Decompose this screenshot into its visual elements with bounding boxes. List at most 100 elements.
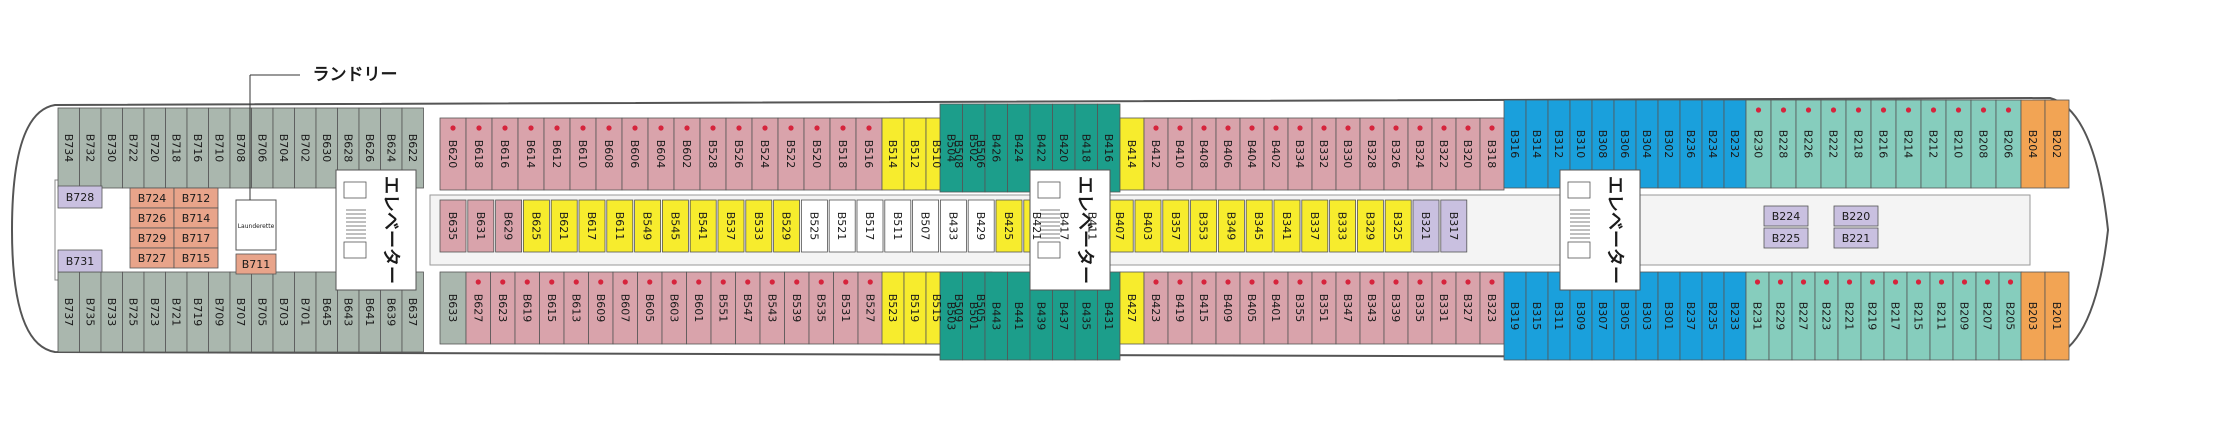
cabin-B216[interactable] (1870, 99, 1897, 189)
cabin-B403[interactable] (1134, 199, 1162, 253)
accessible-dot-icon (549, 279, 555, 285)
cabin-B715[interactable] (173, 247, 219, 269)
cabin-B731[interactable] (57, 249, 103, 273)
accessible-dot-icon (1249, 125, 1255, 131)
cabin-label: B515 (930, 294, 943, 323)
cabin-B228[interactable] (1770, 99, 1797, 189)
cabin-B609[interactable] (588, 271, 614, 345)
cabin-label: B314 (1530, 130, 1543, 159)
cabin-B201[interactable] (2044, 271, 2070, 361)
cabin-label: B349 (1224, 212, 1237, 241)
cabin-B225[interactable] (1763, 227, 1809, 249)
cabin-B226[interactable] (1795, 99, 1822, 189)
cabin-B429[interactable] (967, 199, 995, 253)
accessible-dot-icon (736, 125, 742, 131)
cabin-label: B404 (1245, 140, 1258, 169)
cabin-B220[interactable] (1833, 205, 1879, 227)
cabin-B629[interactable] (495, 199, 523, 253)
cabin-label: B715 (182, 252, 211, 265)
cabin-B345[interactable] (1245, 199, 1273, 253)
cabin-B210[interactable] (1945, 99, 1972, 189)
cabin-B511[interactable] (884, 199, 912, 253)
cabin-label: B732 (83, 134, 96, 163)
cabin-label: B345 (1252, 212, 1265, 241)
accessible-dot-icon (1805, 107, 1812, 113)
cabin-B517[interactable] (856, 199, 884, 253)
cabin-B549[interactable] (634, 199, 661, 253)
cabin-B728[interactable] (57, 185, 103, 209)
cabin-B621[interactable] (550, 199, 578, 253)
cabin-B224[interactable] (1763, 205, 1809, 227)
accessible-dot-icon (598, 279, 604, 285)
cabin-label: B737 (62, 298, 75, 327)
cabin-B545[interactable] (662, 199, 689, 253)
cabin-label: B212 (1927, 130, 1940, 159)
cabin-label: B427 (1125, 294, 1138, 323)
cabin-label: B205 (2004, 302, 2017, 331)
accessible-dot-icon (1465, 279, 1471, 285)
cabin-B222[interactable] (1820, 99, 1847, 189)
cabin-B541[interactable] (689, 199, 717, 253)
launderette-room-label: Launderette (238, 223, 275, 230)
cabin-B407[interactable] (1106, 199, 1134, 253)
cabin-B212[interactable] (1920, 99, 1947, 189)
cabin-label: B625 (529, 212, 542, 241)
cabin-label: B621 (557, 212, 570, 241)
cabin-B204[interactable] (2020, 99, 2046, 189)
cabin-label: B305 (1618, 302, 1631, 331)
cabin-B433[interactable] (940, 199, 967, 253)
cabin-B329[interactable] (1357, 199, 1384, 253)
cabin-B635[interactable] (439, 199, 467, 253)
cabin-B414[interactable] (1119, 117, 1145, 191)
cabin-label: B727 (138, 252, 167, 265)
cabin-B337[interactable] (1301, 199, 1329, 253)
cabin-B537[interactable] (717, 199, 745, 253)
cabin-B415[interactable] (1191, 271, 1217, 345)
cabin-label: B510 (930, 140, 943, 169)
cabin-label: B311 (1552, 302, 1565, 331)
cabin-B325[interactable] (1384, 199, 1412, 253)
cabin-label: B218 (1852, 130, 1865, 159)
cabin-B357[interactable] (1162, 199, 1190, 253)
cabin-B317[interactable] (1440, 199, 1468, 253)
cabin-label: B402 (1269, 140, 1282, 169)
cabin-label: B628 (341, 134, 354, 163)
cabin-B625[interactable] (523, 199, 550, 253)
cabin-B218[interactable] (1845, 99, 1872, 189)
accessible-dot-icon (684, 125, 690, 131)
cabin-B203[interactable] (2020, 271, 2046, 361)
cabin-label: B705 (255, 298, 268, 327)
cabin-B208[interactable] (1970, 99, 1997, 189)
cabin-B533[interactable] (745, 199, 773, 253)
cabin-B631[interactable] (467, 199, 495, 253)
cabin-B521[interactable] (828, 199, 856, 253)
cabin-B202[interactable] (2044, 99, 2070, 189)
cabin-B339[interactable] (1383, 271, 1409, 345)
cabin-B711[interactable] (235, 253, 277, 275)
cabin-B321[interactable] (1412, 199, 1440, 253)
cabin-B341[interactable] (1273, 199, 1301, 253)
cabin-B425[interactable] (995, 199, 1023, 253)
cabin-label: B726 (138, 212, 167, 225)
cabin-B349[interactable] (1218, 199, 1245, 253)
cabin-B617[interactable] (578, 199, 606, 253)
cabin-B611[interactable] (606, 199, 634, 253)
cabin-B507[interactable] (912, 199, 939, 253)
cabin-label: B511 (891, 212, 904, 241)
cabin-B221[interactable] (1833, 227, 1879, 249)
cabin-B206[interactable] (1995, 99, 2022, 189)
accessible-dot-icon (1938, 279, 1945, 285)
cabin-B525[interactable] (801, 199, 828, 253)
cabin-label: B327 (1461, 294, 1474, 323)
accessible-dot-icon (1905, 107, 1912, 113)
cabin-label: B641 (363, 298, 376, 327)
cabin-label: B704 (277, 134, 290, 163)
cabin-B353[interactable] (1190, 199, 1217, 253)
cabin-B529[interactable] (773, 199, 800, 253)
cabin-B333[interactable] (1329, 199, 1356, 253)
accessible-dot-icon (794, 279, 800, 285)
accessible-dot-icon (647, 279, 653, 285)
cabin-label: B347 (1341, 294, 1354, 323)
cabin-label: B608 (602, 140, 615, 169)
cabin-label: B443 (989, 302, 1002, 331)
